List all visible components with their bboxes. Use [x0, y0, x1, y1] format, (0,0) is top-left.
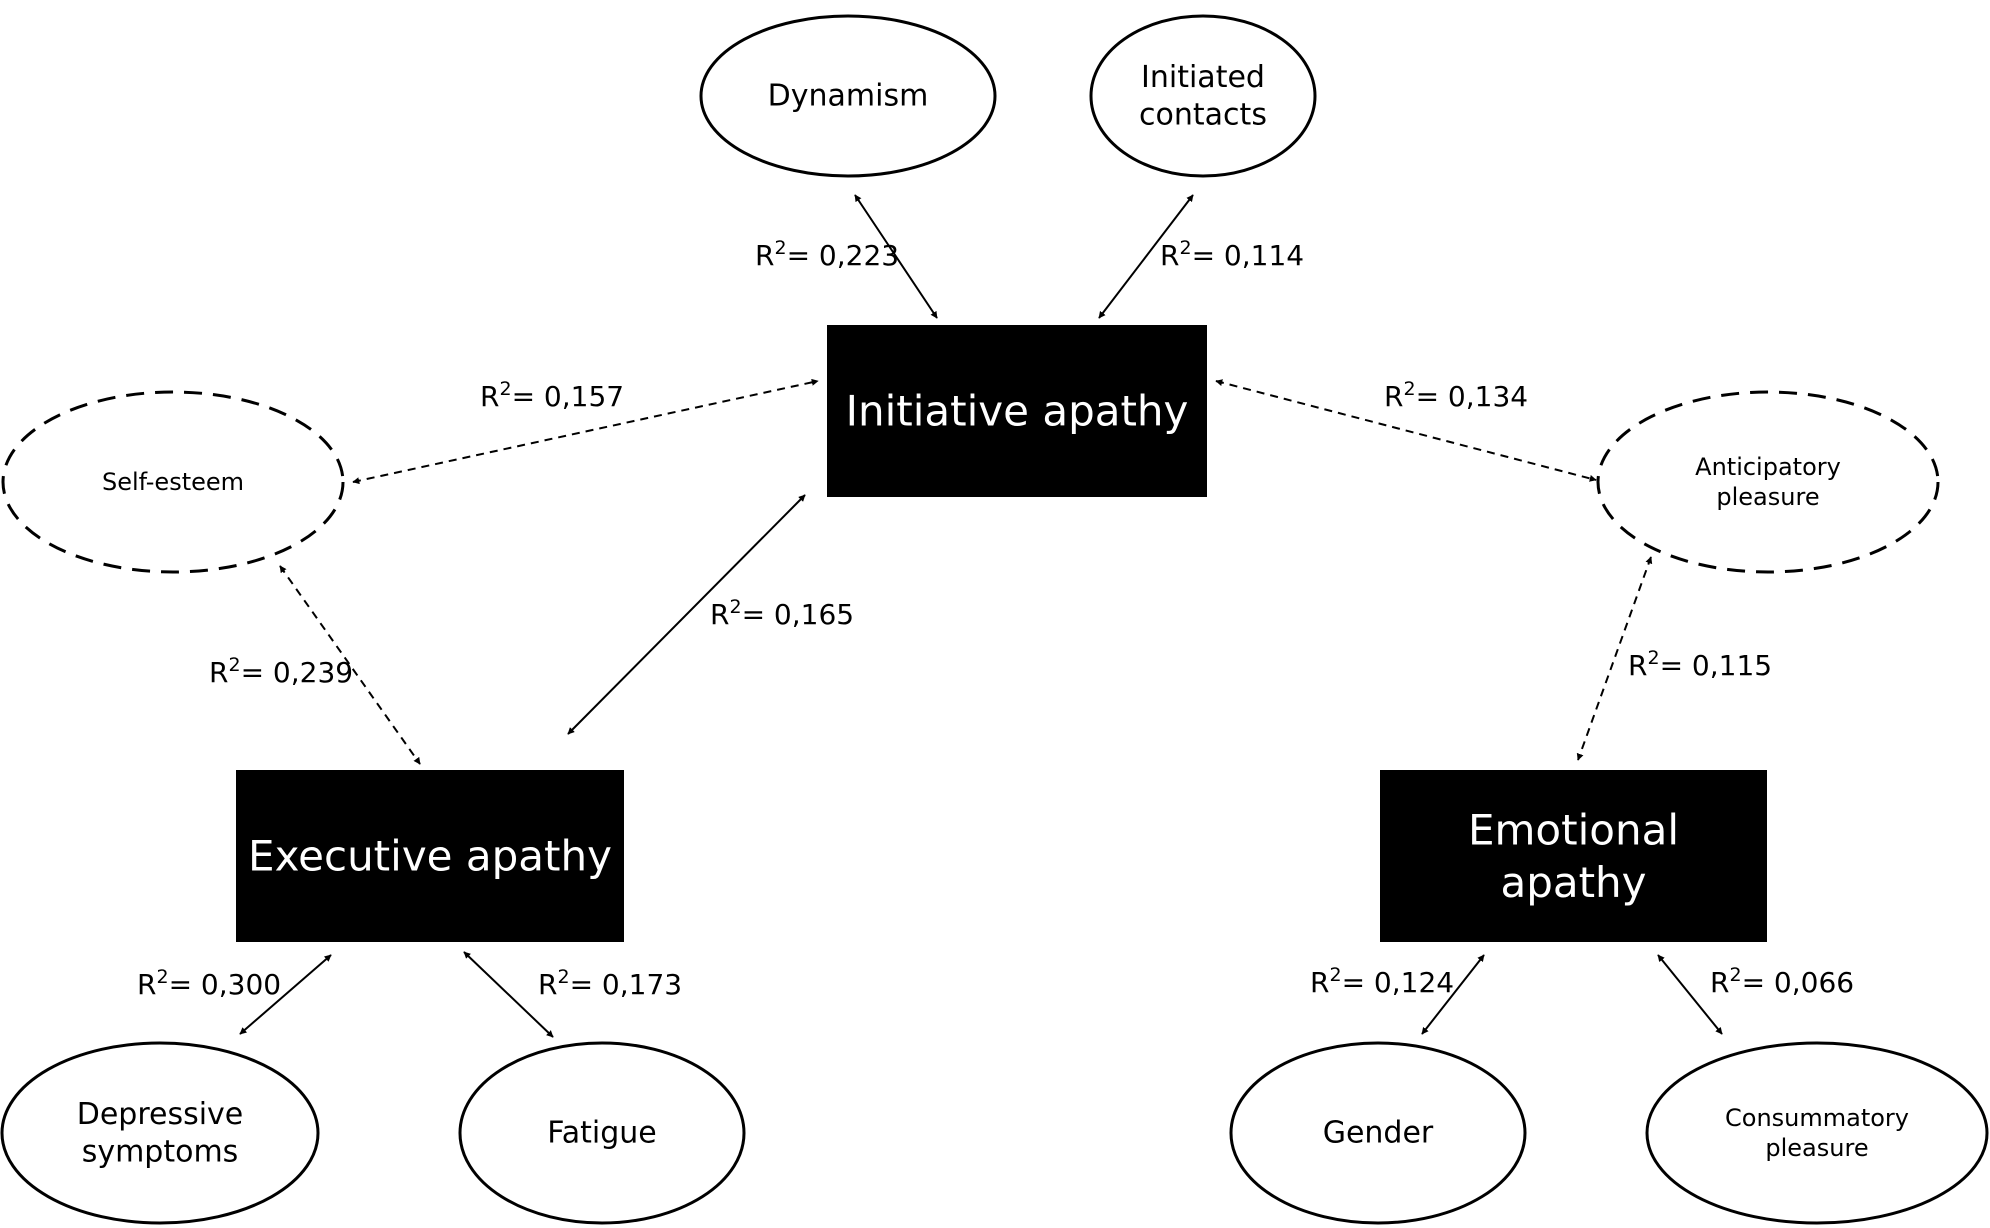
depressive-symptoms-label: symptoms	[82, 1134, 239, 1169]
fatigue-ellipse	[458, 1041, 746, 1225]
node-initiative-apathy: Initiative apathy	[827, 325, 1207, 497]
anticipatory-pleasure-label: Anticipatory	[1695, 453, 1841, 481]
r2-label-executive-fatigue: R2= 0,173	[538, 966, 682, 1001]
node-fatigue: Fatigue	[458, 1041, 746, 1225]
anticipatory-pleasure-ellipse	[1596, 390, 1940, 574]
node-self-esteem: Self-esteem	[1, 390, 345, 574]
r2-label-emotional-consummatory: R2= 0,066	[1710, 964, 1854, 999]
node-gender: Gender	[1229, 1041, 1527, 1225]
executive-apathy-label: Executive apathy	[248, 832, 612, 881]
consummatory-pleasure-ellipse	[1645, 1041, 1989, 1225]
consummatory-pleasure-label: Consummatory	[1725, 1104, 1909, 1132]
r2-label-selfesteem-initiative: R2= 0,157	[480, 378, 624, 413]
depressive-symptoms-ellipse	[0, 1041, 320, 1225]
anticipatory-pleasure-label: pleasure	[1716, 483, 1819, 511]
r2-label-executive-depressive: R2= 0,300	[137, 966, 281, 1001]
initiated-contacts-label: contacts	[1139, 97, 1267, 132]
edge-executive-initiative	[567, 494, 806, 735]
edge-emotional-consummatory	[1657, 954, 1723, 1035]
executive-apathy-box	[236, 770, 624, 942]
gender-ellipse	[1229, 1041, 1527, 1225]
initiative-apathy-label: Initiative apathy	[846, 387, 1189, 436]
r2-label-initiative-anticipatory: R2= 0,134	[1384, 378, 1528, 413]
emotional-apathy-label: Emotional	[1468, 805, 1679, 854]
dynamism-ellipse	[699, 14, 997, 178]
edge-executive-fatigue	[463, 951, 554, 1038]
node-dynamism: Dynamism	[699, 14, 997, 178]
self-esteem-label: Self-esteem	[102, 468, 244, 496]
r2-label-contacts-initiative: R2= 0,114	[1160, 237, 1304, 272]
edge-anticipatory-emotional	[1576, 556, 1653, 761]
r2-label-selfesteem-executive: R2= 0,239	[209, 654, 353, 689]
initiative-apathy-box	[827, 325, 1207, 497]
initiated-contacts-ellipse	[1089, 14, 1317, 178]
edge-contacts-initiative	[1098, 194, 1194, 319]
fatigue-label: Fatigue	[547, 1116, 657, 1151]
r2-label-anticipatory-emotional: R2= 0,115	[1628, 647, 1772, 682]
edge-emotional-gender	[1421, 954, 1485, 1035]
gender-label: Gender	[1323, 1116, 1434, 1151]
node-executive-apathy: Executive apathy	[236, 770, 624, 942]
r2-label-dynamism-initiative: R2= 0,223	[755, 237, 899, 272]
edge-executive-depressive	[239, 954, 332, 1035]
edge-selfesteem-initiative	[352, 378, 819, 485]
r2-label-executive-initiative: R2= 0,165	[710, 596, 854, 631]
edge-dynamism-initiative	[854, 194, 938, 319]
self-esteem-ellipse	[1, 390, 345, 574]
initiated-contacts-label: Initiated	[1141, 60, 1265, 95]
r2-label-emotional-gender: R2= 0,124	[1310, 964, 1454, 999]
dynamism-label: Dynamism	[768, 79, 929, 114]
edge-selfesteem-executive	[279, 565, 421, 765]
depressive-symptoms-label: Depressive	[77, 1097, 244, 1132]
emotional-apathy-box	[1380, 770, 1767, 942]
edge-initiative-anticipatory	[1215, 379, 1597, 482]
emotional-apathy-label: apathy	[1500, 858, 1646, 907]
consummatory-pleasure-label: pleasure	[1765, 1134, 1868, 1162]
